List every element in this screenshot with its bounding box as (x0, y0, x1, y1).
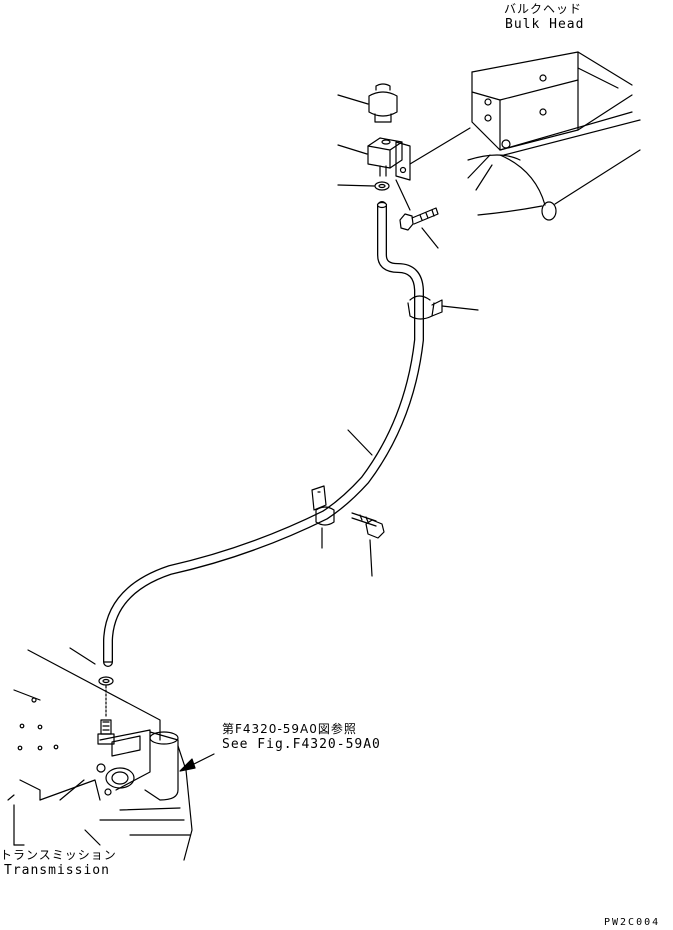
bulkhead (467, 51, 641, 221)
reference-label-en: See Fig.F4320-59A0 (222, 737, 381, 752)
clamp-upper (407, 295, 479, 320)
bolt-top (395, 179, 439, 249)
transmission-label-jp: トランスミッション (0, 848, 117, 862)
reference-label-jp: 第F4320-59A0図参照 (222, 722, 357, 736)
reference-arrow (179, 753, 215, 772)
clamp-lower (311, 485, 335, 549)
bulkhead-label-jp: バルクヘッド (504, 2, 583, 16)
bulkhead-label-en: Bulk Head (505, 17, 585, 32)
bolt-bottom (97, 719, 115, 745)
washer-top (337, 181, 390, 191)
breather-hose (103, 201, 424, 667)
connector-block (337, 127, 471, 181)
breather-cap (337, 83, 398, 123)
drawing-code: PW2C004 (604, 917, 661, 928)
washer-bottom (98, 676, 114, 719)
transmission-label-en: Transmission (4, 863, 110, 878)
bolt-lower (351, 512, 385, 577)
transmission (7, 647, 193, 861)
